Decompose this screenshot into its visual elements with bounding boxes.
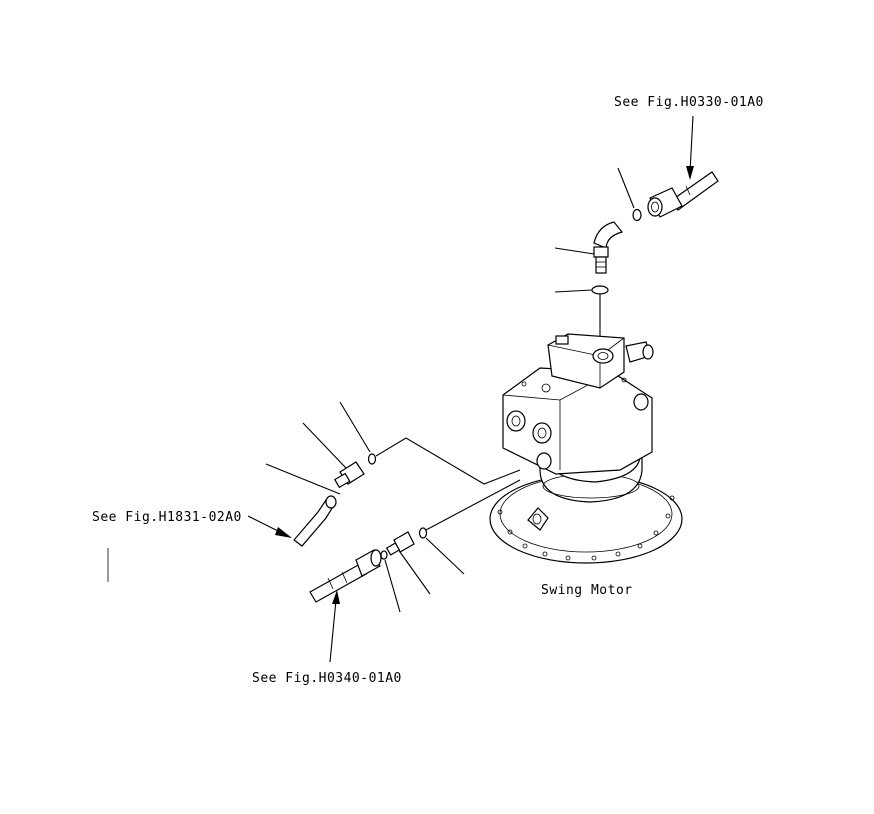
lower-hose <box>309 549 382 603</box>
ref-label-left: See Fig.H1831-02A0 <box>92 510 242 525</box>
top-o-ring <box>617 167 642 222</box>
left-elbow-fitting <box>302 422 365 489</box>
bottom-arrow <box>329 590 340 663</box>
lower-o-ring <box>418 527 465 575</box>
flange-bolt-holes <box>497 495 675 561</box>
connector-line-lower <box>425 479 521 531</box>
left-o-ring-upper <box>339 401 377 465</box>
left-arrow <box>247 515 292 538</box>
elbow-fitting <box>554 221 624 274</box>
motor-label: Swing Motor <box>541 583 633 598</box>
top-arrow <box>686 115 694 180</box>
swing-motor <box>489 333 683 564</box>
ref-label-top: See Fig.H0330-01A0 <box>614 95 764 110</box>
connector-line-upper <box>375 437 521 485</box>
ref-label-bottom: See Fig.H0340-01A0 <box>252 671 402 686</box>
small-o-ring <box>380 550 401 613</box>
left-pilot-hose <box>265 463 341 547</box>
straight-fitting <box>385 531 431 595</box>
top-hose <box>647 171 719 218</box>
